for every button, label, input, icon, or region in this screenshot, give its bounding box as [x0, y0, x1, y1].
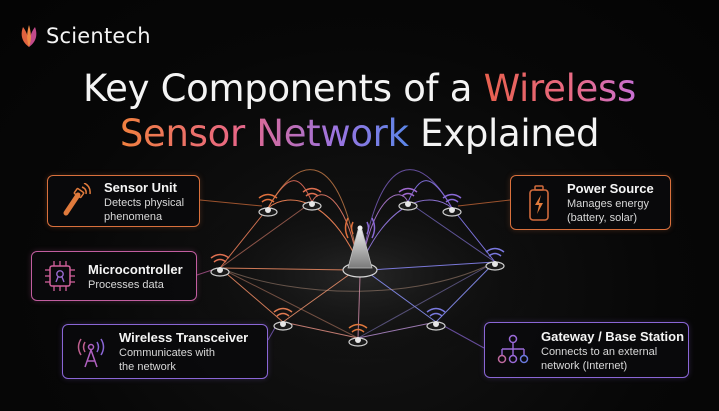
sensor-node	[273, 307, 293, 331]
sensor-node	[426, 307, 446, 331]
sensor-node	[258, 193, 278, 217]
sensor-unit-desc-1: Detects physical	[104, 196, 185, 209]
network-links	[196, 169, 511, 349]
card-microcontroller: Microcontroller Processes data	[31, 251, 197, 301]
connector-microcontroller	[196, 269, 213, 276]
gateway-title: Gateway / Base Station	[541, 328, 685, 344]
link-arc-left	[267, 169, 359, 263]
title-accent-1: Wireless	[483, 67, 637, 110]
title-plain-1: Key Components of a	[83, 67, 484, 110]
sensor-node	[302, 187, 322, 211]
sensor-node	[398, 187, 418, 211]
microcontroller-title: Microcontroller	[88, 261, 183, 277]
sensor-unit-title: Sensor Unit	[104, 179, 177, 195]
brand-logo: Scientech	[18, 24, 151, 48]
link-n5-n8-arc	[219, 261, 496, 292]
card-wireless-transceiver: Wireless Transceiver Communicates with t…	[62, 324, 268, 379]
connector-sensor-unit	[199, 199, 263, 207]
sensor-unit-desc-2: phenomena	[104, 210, 163, 223]
transceiver-title: Wireless Transceiver	[119, 330, 249, 345]
link-hub-n2	[311, 194, 359, 263]
sensor-node	[348, 323, 368, 347]
link-n4-n8	[451, 207, 496, 263]
hierarchy-icon	[495, 330, 531, 370]
card-sensor-unit: Sensor Unit Detects physical phenomena	[47, 175, 200, 227]
antenna-icon	[73, 332, 109, 372]
link-hub-n9	[369, 273, 437, 323]
power-source-title: Power Source	[567, 181, 654, 196]
sensor-node	[210, 253, 230, 277]
title-accent-2: Sensor Network	[119, 112, 409, 155]
transceiver-desc-2: the network	[119, 361, 176, 373]
title-plain-2: Explained	[408, 112, 600, 155]
transceiver-desc-1: Communicates with	[119, 347, 215, 359]
link-n5-n7	[219, 267, 359, 339]
link-n5-n6	[219, 267, 284, 323]
sensor-node	[485, 247, 505, 271]
chip-icon	[42, 256, 78, 296]
link-n9-n8	[435, 261, 496, 323]
link-hub-n6	[282, 273, 351, 323]
sensor-probe-icon	[58, 181, 94, 221]
central-hub-antenna	[342, 217, 378, 278]
link-n8-n7	[357, 261, 496, 339]
microcontroller-desc-1: Processes data	[88, 278, 164, 291]
brand-name: Scientech	[46, 24, 151, 48]
link-n7-n9	[357, 321, 437, 339]
power-source-desc-1: Manages energy	[567, 198, 649, 210]
link-hub-n3	[361, 194, 409, 263]
link-hub-n7	[357, 275, 361, 339]
connector-gateway	[443, 325, 485, 349]
link-n2-n5	[219, 201, 313, 269]
card-power-source: Power Source Manages energy (battery, so…	[510, 175, 671, 230]
link-arc-right	[361, 169, 453, 263]
page-title-line-2: Sensor Network Explained	[0, 113, 719, 155]
battery-icon	[521, 183, 557, 223]
link-n6-n7	[282, 321, 359, 339]
connector-power-source	[457, 199, 511, 207]
sensor-node	[442, 193, 462, 217]
power-source-desc-2: (battery, solar)	[567, 212, 638, 224]
scientech-leaf-icon	[21, 25, 37, 47]
page-title-line-1: Key Components of a Wireless	[0, 68, 719, 110]
link-n3-n8	[407, 201, 496, 263]
card-gateway: Gateway / Base Station Connects to an ex…	[484, 322, 689, 378]
gateway-desc-1: Connects to an external	[541, 345, 658, 358]
link-hub-n5	[219, 267, 351, 271]
link-hub-n8	[369, 261, 496, 271]
gateway-desc-2: network (Internet)	[541, 359, 628, 372]
